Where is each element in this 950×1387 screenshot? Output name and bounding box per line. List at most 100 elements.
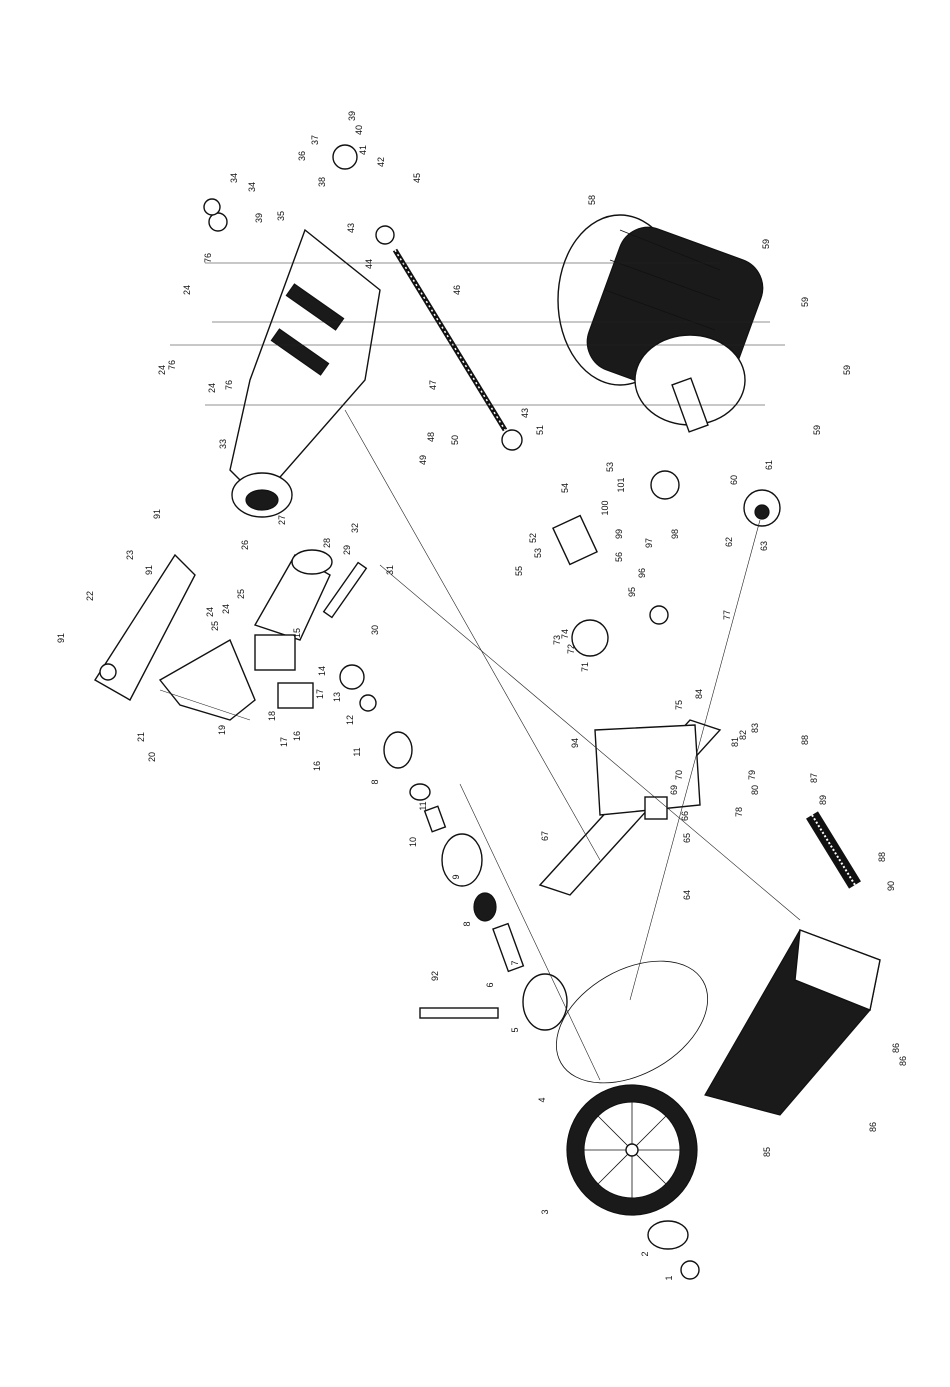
callout-54: 54 bbox=[560, 483, 570, 493]
callout-92: 92 bbox=[430, 971, 440, 981]
callout-76b: 76 bbox=[167, 360, 177, 370]
arm-bracket bbox=[94, 553, 256, 721]
callout-21: 21 bbox=[136, 732, 146, 742]
callout-56: 56 bbox=[614, 552, 624, 562]
callout-31: 31 bbox=[385, 565, 395, 575]
callout-78: 78 bbox=[734, 807, 744, 817]
callout-26: 26 bbox=[240, 540, 250, 550]
arbor-nut bbox=[680, 1260, 700, 1280]
callout-52: 52 bbox=[528, 533, 538, 543]
callout-34b: 34 bbox=[247, 182, 257, 192]
callout-79: 79 bbox=[747, 770, 757, 780]
upper-frame bbox=[229, 228, 381, 518]
callout-84: 84 bbox=[694, 689, 704, 699]
callout-61: 61 bbox=[764, 460, 774, 470]
callout-51: 51 bbox=[535, 425, 545, 435]
callout-24b: 24 bbox=[221, 604, 231, 614]
callout-3: 3 bbox=[540, 1209, 550, 1214]
handwheels bbox=[203, 144, 680, 500]
parts-artwork bbox=[94, 144, 881, 1280]
blade-guard bbox=[704, 929, 881, 1116]
callout-labels: 1234567889101111121314151616171718192021… bbox=[56, 111, 908, 1281]
callout-98: 98 bbox=[670, 529, 680, 539]
callout-53a: 53 bbox=[533, 548, 543, 558]
callout-30: 30 bbox=[370, 625, 380, 635]
callout-13: 13 bbox=[332, 692, 342, 702]
callout-50: 50 bbox=[450, 435, 460, 445]
callout-41: 41 bbox=[358, 145, 368, 155]
callout-12: 12 bbox=[345, 715, 355, 725]
callout-70: 70 bbox=[674, 770, 684, 780]
callout-64: 64 bbox=[682, 890, 692, 900]
callout-59b: 59 bbox=[800, 297, 810, 307]
callout-74: 74 bbox=[560, 629, 570, 639]
callout-59a: 59 bbox=[761, 239, 771, 249]
callout-5: 5 bbox=[510, 1027, 520, 1032]
callout-73: 73 bbox=[552, 635, 562, 645]
callout-20: 20 bbox=[147, 752, 157, 762]
callout-4: 4 bbox=[537, 1097, 547, 1102]
callout-10: 10 bbox=[408, 837, 418, 847]
spring bbox=[806, 811, 861, 889]
callout-91a: 91 bbox=[152, 509, 162, 519]
column-assembly bbox=[253, 549, 368, 709]
callout-8a: 8 bbox=[462, 921, 472, 926]
callout-32: 32 bbox=[350, 523, 360, 533]
callout-25b: 25 bbox=[236, 589, 246, 599]
callout-23: 23 bbox=[125, 550, 135, 560]
saw-blade bbox=[566, 1084, 698, 1216]
callout-36: 36 bbox=[297, 151, 307, 161]
callout-66: 66 bbox=[680, 811, 690, 821]
callout-15: 15 bbox=[292, 628, 302, 638]
callout-49: 49 bbox=[418, 455, 428, 465]
callout-45: 45 bbox=[412, 173, 422, 183]
callout-43a: 43 bbox=[346, 223, 356, 233]
callout-99: 99 bbox=[614, 529, 624, 539]
callout-28: 28 bbox=[322, 538, 332, 548]
callout-34a: 34 bbox=[229, 173, 239, 183]
callout-86a: 86 bbox=[868, 1122, 878, 1132]
callout-80: 80 bbox=[750, 785, 760, 795]
callout-91b: 91 bbox=[144, 565, 154, 575]
callout-53b: 53 bbox=[605, 462, 615, 472]
callout-82: 82 bbox=[738, 730, 748, 740]
callout-81: 81 bbox=[730, 737, 740, 747]
callout-72: 72 bbox=[566, 644, 576, 654]
callout-11a: 11 bbox=[418, 801, 428, 810]
callout-59d: 59 bbox=[812, 425, 822, 435]
callout-17a: 17 bbox=[279, 737, 289, 747]
callout-6: 6 bbox=[485, 982, 495, 987]
callout-24c: 24 bbox=[182, 285, 192, 295]
callout-38: 38 bbox=[317, 177, 327, 187]
callout-83: 83 bbox=[750, 723, 760, 733]
callout-60: 60 bbox=[729, 475, 739, 485]
callout-88a: 88 bbox=[800, 735, 810, 745]
callout-87: 87 bbox=[809, 773, 819, 783]
callout-48: 48 bbox=[426, 432, 436, 442]
callout-8b: 8 bbox=[370, 779, 380, 784]
callout-97: 97 bbox=[644, 538, 654, 548]
callout-43b: 43 bbox=[520, 408, 530, 418]
callout-40: 40 bbox=[354, 125, 364, 135]
callout-86b: 86 bbox=[891, 1043, 901, 1053]
callout-35: 35 bbox=[276, 211, 286, 221]
callout-89: 89 bbox=[818, 795, 828, 805]
callout-24d: 24 bbox=[157, 365, 167, 375]
callout-63: 63 bbox=[759, 541, 769, 551]
callout-33: 33 bbox=[218, 439, 228, 449]
callout-27: 27 bbox=[277, 515, 287, 525]
callout-25a: 25 bbox=[210, 621, 220, 631]
callout-16b: 16 bbox=[312, 761, 322, 771]
callout-100: 100 bbox=[600, 500, 610, 515]
callout-1: 1 bbox=[664, 1275, 674, 1280]
callout-71: 71 bbox=[580, 662, 590, 672]
callout-75: 75 bbox=[674, 700, 684, 710]
callout-58: 58 bbox=[587, 195, 597, 205]
blade-flange bbox=[647, 1220, 689, 1250]
callout-24e: 24 bbox=[207, 383, 217, 393]
callout-69: 69 bbox=[669, 785, 679, 795]
callout-2: 2 bbox=[640, 1251, 650, 1256]
callout-88b: 88 bbox=[877, 852, 887, 862]
pulleys bbox=[552, 489, 781, 657]
